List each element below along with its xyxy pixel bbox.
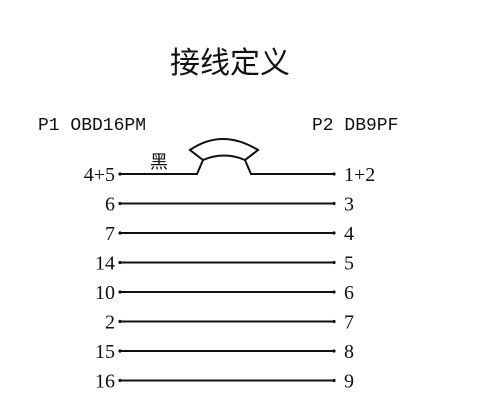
right-pin-label: 8 [344, 341, 354, 363]
left-pin-dot [118, 349, 122, 353]
left-pin-dot [118, 319, 122, 324]
right-pin-label: 4 [344, 223, 354, 245]
right-pin-dot [332, 378, 336, 383]
left-pin-dot [118, 260, 122, 265]
left-pin-dot [118, 172, 122, 176]
right-pin-dot [332, 201, 336, 206]
diagram-title: 接线定义 [170, 46, 290, 81]
left-pin-dot [118, 231, 122, 235]
left-pin-label: 6 [105, 194, 115, 216]
p2-label: P2 DB9PF [312, 116, 399, 136]
right-pin-label: 5 [344, 253, 354, 275]
left-pin-label: 4+5 [84, 164, 115, 186]
wire-line [120, 159, 334, 175]
right-pin-dot [332, 319, 336, 324]
right-pin-label: 7 [344, 312, 354, 334]
cable-clip-icon [188, 138, 260, 162]
left-pin-dot [118, 290, 122, 294]
right-pin-dot [332, 290, 336, 294]
left-pin-dot [118, 201, 122, 206]
left-pin-label: 16 [95, 371, 115, 393]
left-pin-label: 10 [95, 282, 115, 304]
left-pin-label: 15 [95, 341, 115, 363]
right-pin-dot [332, 349, 336, 353]
right-pin-dot [332, 172, 336, 176]
right-pin-label: 3 [344, 194, 354, 216]
left-pin-label: 7 [105, 223, 115, 245]
p1-label: P1 OBD16PM [38, 116, 147, 136]
right-pin-dot [332, 231, 336, 235]
left-pin-dot [118, 378, 122, 383]
right-pin-label: 1+2 [344, 164, 375, 186]
right-pin-label: 9 [344, 371, 354, 393]
wire-color-label: 黑 [150, 152, 168, 173]
right-pin-label: 6 [344, 282, 354, 304]
right-pin-dot [332, 260, 336, 265]
left-pin-label: 14 [95, 253, 115, 275]
left-pin-label: 2 [105, 312, 115, 334]
